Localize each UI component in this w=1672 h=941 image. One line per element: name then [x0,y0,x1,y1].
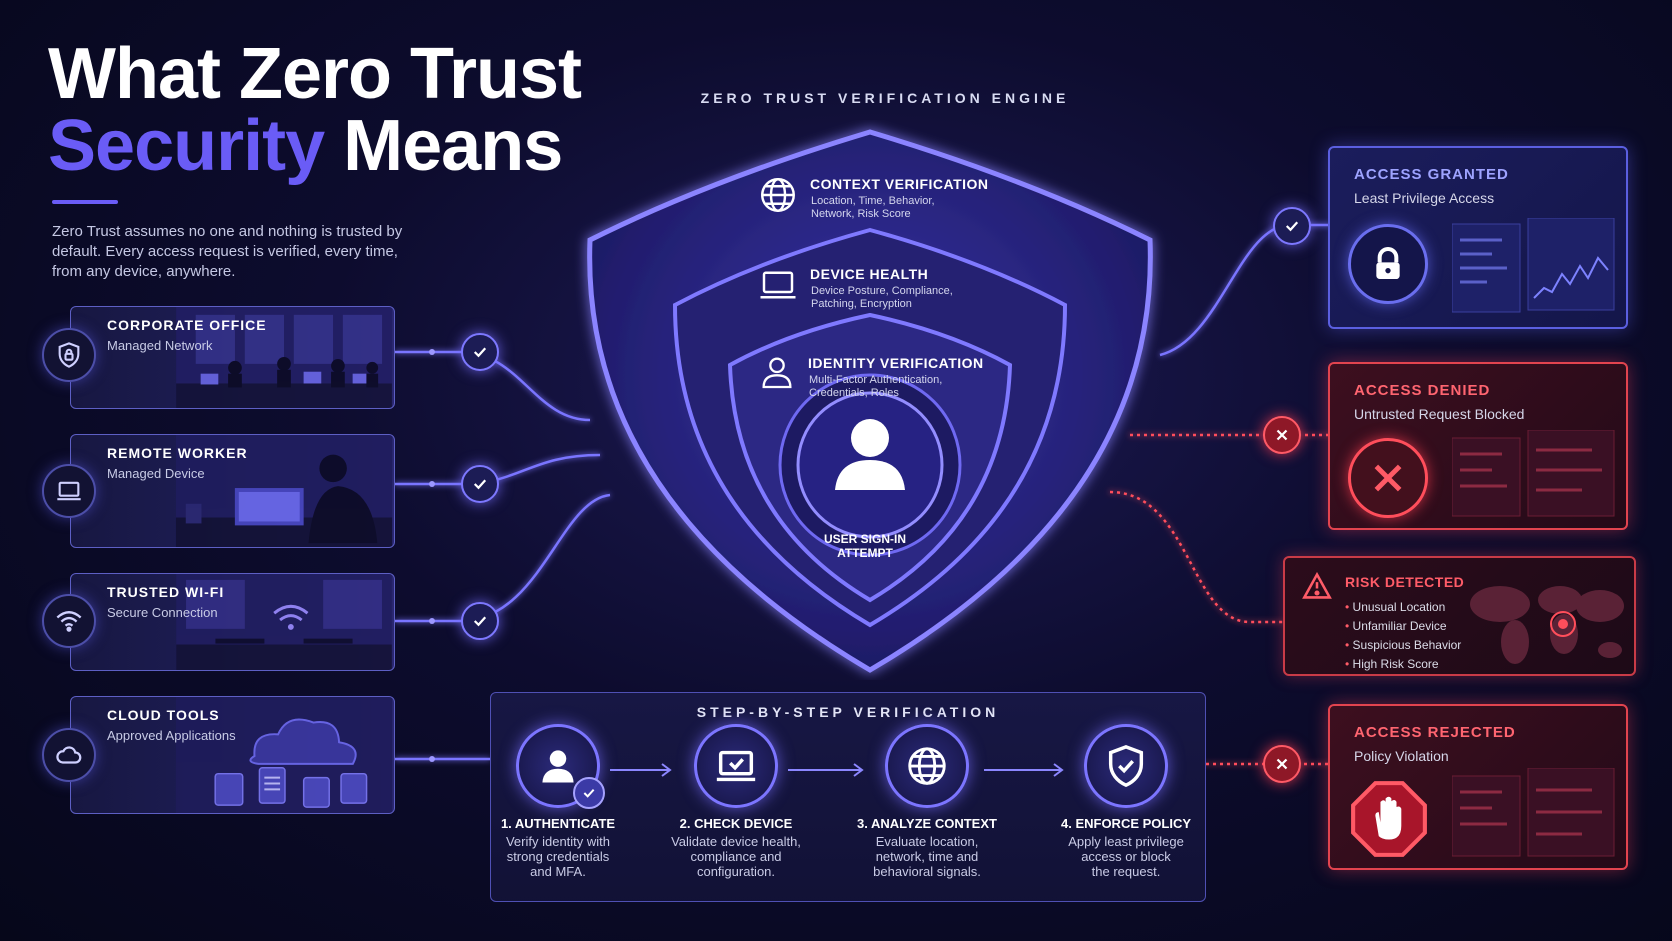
access-granted-card[interactable]: ACCESS GRANTED Least Privilege Access [1328,146,1628,329]
office-scene-illustration [176,307,392,408]
x-icon [1263,416,1301,454]
outcome-title: ACCESS DENIED [1354,382,1491,399]
check-icon [461,602,499,640]
laptop-icon [42,464,96,518]
steps-panel [490,692,1206,902]
source-subtitle: Managed Device [107,466,205,481]
stop-hand-icon [1351,781,1427,857]
x-icon [1263,745,1301,783]
cafe-scene-illustration [176,574,392,670]
engine-label: ZERO TRUST VERIFICATION ENGINE [700,90,1070,106]
source-card-remote[interactable]: REMOTE WORKER Managed Device [70,434,395,548]
steps-title: STEP-BY-STEP VERIFICATION [696,704,1000,720]
layer-title-identity: IDENTITY VERIFICATION [808,355,984,371]
user-check-icon [516,724,605,809]
globe-icon [761,178,795,212]
connector-granted [1159,223,1330,357]
risk-title: RISK DETECTED [1345,574,1465,590]
dashboard-illustration [1452,768,1615,857]
risk-item: Suspicious Behavior [1345,636,1462,655]
title-line-1: What Zero Trust [48,34,582,114]
source-title: CORPORATE OFFICE [107,317,267,333]
layer-title-device: DEVICE HEALTH [810,266,929,282]
step-title: 3. ANALYZE CONTEXT [857,816,997,831]
step-check-device: 2. CHECK DEVICE Validate device health,c… [650,724,822,879]
page-title: What Zero Trust Security Means [48,38,648,182]
step-title: 2. CHECK DEVICE [679,816,793,831]
core-user-head [851,419,889,457]
outcome-subtitle: Policy Violation [1354,748,1449,764]
padlock-icon [1348,224,1428,304]
lock-shield-icon [42,328,96,382]
intro-text: Zero Trust assumes no one and nothing is… [52,223,403,280]
verification-shield [587,129,1153,673]
laptop-icon [760,271,796,299]
layer-desc-identity: Multi-Factor Authentication,Credentials,… [809,374,943,399]
dashboard-illustration [1452,218,1615,313]
step-title: 4. ENFORCE POLICY [1060,816,1192,831]
title-accent: Security [48,106,325,186]
warning-icon [1302,572,1332,599]
wifi-icon [42,594,96,648]
step-analyze-context: 3. ANALYZE CONTEXT Evaluate location,net… [841,724,1013,879]
dashboard-illustration [1452,430,1615,517]
access-rejected-card[interactable]: ACCESS REJECTED Policy Violation [1328,704,1628,870]
source-card-wifi[interactable]: TRUSTED WI-FI Secure Connection [70,573,395,671]
world-map-illustration [1470,586,1624,664]
access-denied-card[interactable]: ACCESS DENIED Untrusted Request Blocked [1328,362,1628,530]
source-title: TRUSTED WI-FI [107,584,225,600]
source-title: REMOTE WORKER [107,445,248,461]
cloud-icon [42,728,96,782]
risk-item: Unfamiliar Device [1345,617,1461,636]
laptop-check-icon [694,724,778,808]
step-arrows [610,763,1064,777]
check-icon [461,465,499,503]
title-line-2: Security Means [48,110,648,182]
title-underline [52,200,118,204]
globe-icon [885,724,969,808]
risk-detected-card[interactable]: RISK DETECTED Unusual Location Unfamilia… [1283,556,1636,676]
source-title: CLOUD TOOLS [107,707,220,723]
source-subtitle: Approved Applications [107,728,236,743]
source-subtitle: Managed Network [107,338,213,353]
title-rest: Means [324,106,563,186]
risk-item: Unusual Location [1345,598,1461,617]
check-icon [461,333,499,371]
source-card-corporate[interactable]: CORPORATE OFFICE Managed Network [70,306,395,409]
layer-desc-device: Device Posture, Compliance,Patching, Enc… [811,285,953,310]
outcome-title: ACCESS GRANTED [1354,166,1509,183]
source-subtitle: Secure Connection [107,605,218,620]
risk-list: Unusual Location Unfamiliar Device Suspi… [1345,598,1462,674]
user-icon [762,357,792,389]
connector-risk [1109,490,1283,624]
outcome-subtitle: Untrusted Request Blocked [1354,406,1525,422]
check-icon [1273,207,1311,245]
source-card-cloud[interactable]: CLOUD TOOLS Approved Applications [70,696,395,814]
layer-title-context: CONTEXT VERIFICATION [810,176,989,192]
layer-desc-context: Location, Time, Behavior,Network, Risk S… [811,195,935,220]
risk-item: High Risk Score [1345,655,1461,674]
shield-check-icon [1084,724,1168,808]
remote-worker-illustration [175,435,393,547]
outcome-subtitle: Least Privilege Access [1354,190,1495,206]
core-user-body [835,460,905,490]
cloud-tools-illustration [175,697,393,813]
step-title: 1. AUTHENTICATE [500,816,616,831]
outcome-title: ACCESS REJECTED [1354,724,1516,741]
x-icon [1348,438,1428,518]
